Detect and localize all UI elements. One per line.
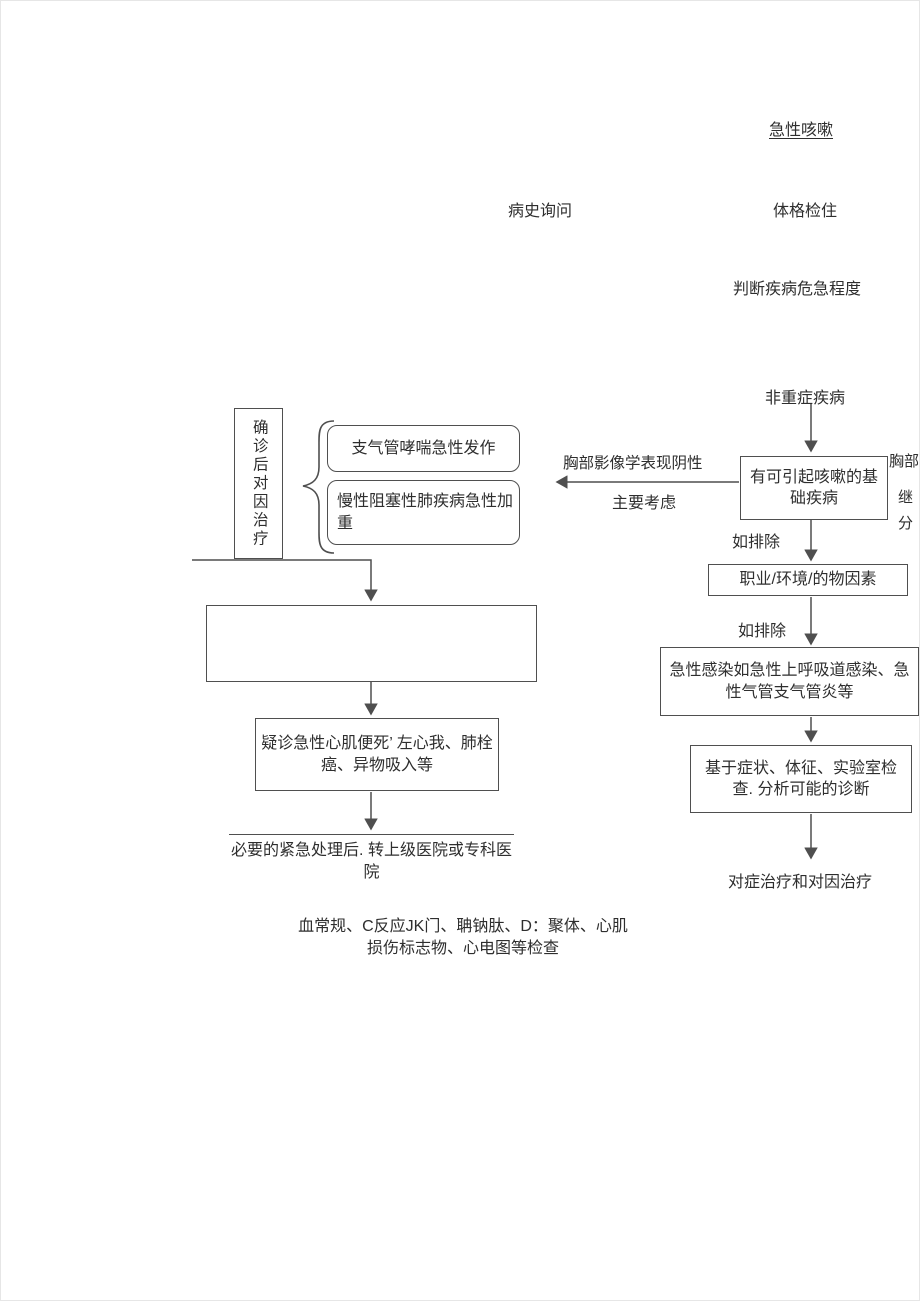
exclude-label-2: 如排除 [738, 623, 787, 640]
edge-fragment-2: 继 [898, 489, 914, 506]
occupational-factors-box: 职业/环境/的物因素 [708, 564, 908, 596]
copd-box: 慢性阻塞性肺疾病急性加重 [327, 480, 520, 545]
imaging-negative-label: 胸部影像学表现阴性 [563, 455, 703, 472]
triage-label: 判断疾病危急程度 [733, 281, 862, 298]
confirmed-treatment-box: 确诊后对因治疗 [234, 408, 283, 559]
history-label: 病史询问 [508, 203, 573, 220]
physical-exam-label: 体格检住 [773, 203, 838, 220]
edge-fragment-1: 胸部 [889, 453, 920, 470]
edge-fragment-3: 分 [898, 515, 914, 532]
main-consideration-label: 主要考虑 [612, 495, 677, 512]
treatment-label: 对症治疗和对因治疗 [728, 874, 873, 891]
non-severe-label: 非重症疾病 [765, 390, 846, 407]
empty-box [206, 605, 537, 682]
exclude-label-1: 如排除 [732, 534, 781, 551]
acute-infection-box: 急性感染如急性上呼吸道感染、急性气管支气管炎等 [660, 647, 919, 716]
underlying-disease-box: 有可引起咳嗽的基础疾病 [740, 456, 888, 520]
analysis-box: 基于症状、体征、实验室检查. 分析可能的诊断 [690, 745, 912, 813]
page-title: 急性咳嗽 [769, 122, 834, 139]
connector-confirmed-to-empty-box [192, 559, 378, 602]
asthma-box: 支气管哮喘急性发作 [327, 425, 520, 472]
suspect-conditions-box: 疑诊急性心肌便死’ 左心我、肺栓癌、异物吸入等 [255, 718, 499, 791]
emergency-transfer-box: 必要的紧急处理后. 转上级医院或专科医院 [229, 834, 514, 883]
lab-tests-footnote: 血常规、C反应JK门、聃钠肽、D：聚体、心肌损伤标志物、心电图等检查 [298, 918, 628, 958]
